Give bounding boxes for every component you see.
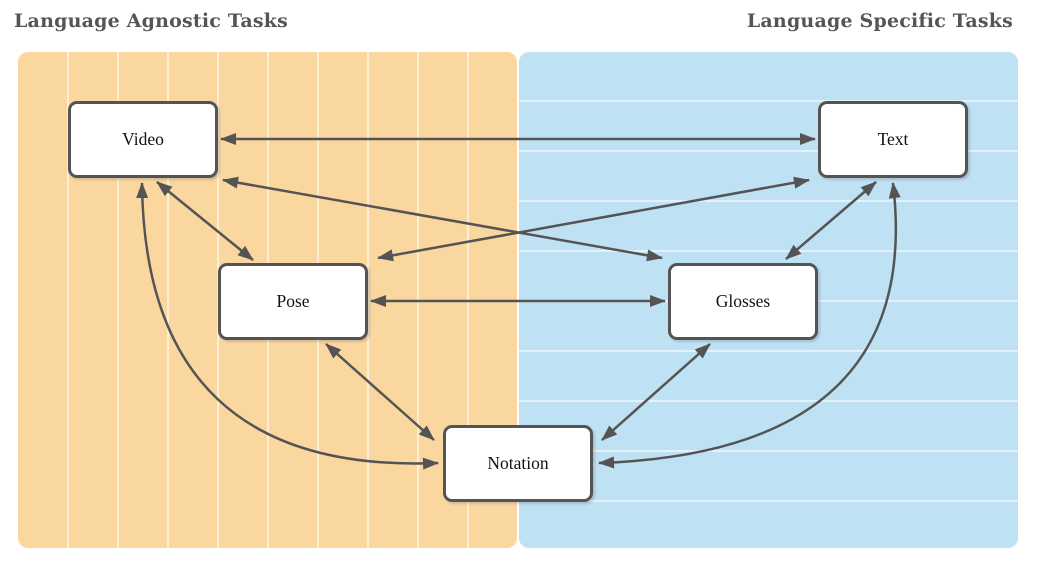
edge-video-notation — [136, 182, 439, 470]
node-text: Text — [818, 101, 968, 178]
node-pose: Pose — [218, 263, 368, 340]
edge-text-notation — [598, 182, 901, 469]
node-video-label: Video — [122, 129, 164, 149]
node-glosses-label: Glosses — [715, 291, 771, 311]
node-pose-label: Pose — [276, 291, 310, 311]
node-glosses: Glosses — [668, 263, 818, 340]
node-notation-label: Notation — [487, 453, 549, 473]
node-text-label: Text — [877, 129, 909, 149]
node-notation: Notation — [443, 425, 593, 502]
node-video: Video — [68, 101, 218, 178]
left-region-title: Language Agnostic Tasks — [14, 10, 289, 32]
right-region-title: Language Specific Tasks — [746, 10, 1013, 32]
